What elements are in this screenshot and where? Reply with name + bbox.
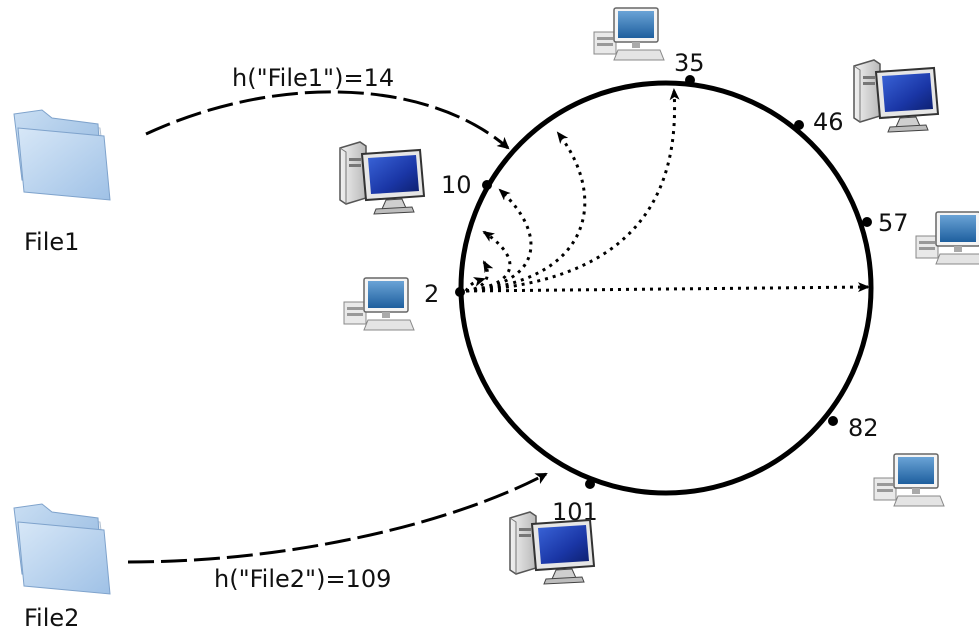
file1-folder-icon <box>13 109 111 201</box>
file2-hash-label: h("File2")=109 <box>214 565 391 593</box>
file2-hash-arrow <box>127 472 548 564</box>
node-label-2: 2 <box>424 280 439 308</box>
finger-arrow-7 <box>465 282 870 293</box>
file1-hash-arrow <box>145 90 510 150</box>
node-dot-101 <box>585 479 595 489</box>
file2-folder-icon <box>13 503 111 595</box>
finger-arrow-3 <box>465 230 512 293</box>
node-dot-35 <box>685 75 695 85</box>
computer-icon-node-10 <box>339 141 425 215</box>
finger-arrows <box>464 88 870 293</box>
ring-node-points <box>455 75 872 489</box>
finger-arrow-4 <box>465 188 533 293</box>
node-label-82: 82 <box>848 414 879 442</box>
node-label-57: 57 <box>878 209 909 237</box>
node-label-35: 35 <box>674 49 705 77</box>
computer-icon-node-82 <box>873 453 945 507</box>
file1-label: File1 <box>24 228 79 256</box>
computer-icon-node-2 <box>343 277 415 331</box>
node-dot-10 <box>482 180 492 190</box>
node-dot-2 <box>455 287 465 297</box>
finger-arrow-5 <box>465 131 587 293</box>
node-dot-46 <box>794 120 804 130</box>
node-label-10: 10 <box>441 171 472 199</box>
node-dot-82 <box>828 416 838 426</box>
node-dot-57 <box>862 217 872 227</box>
computer-icon-node-46 <box>853 59 939 133</box>
node-label-46: 46 <box>813 108 844 136</box>
file1-hash-label: h("File1")=14 <box>232 64 394 92</box>
file2-label: File2 <box>24 604 79 632</box>
computer-icon-node-101 <box>509 511 595 585</box>
finger-arrow-6 <box>465 88 680 293</box>
computer-icon-node-35 <box>593 7 665 61</box>
computer-icon-node-57 <box>915 211 979 265</box>
